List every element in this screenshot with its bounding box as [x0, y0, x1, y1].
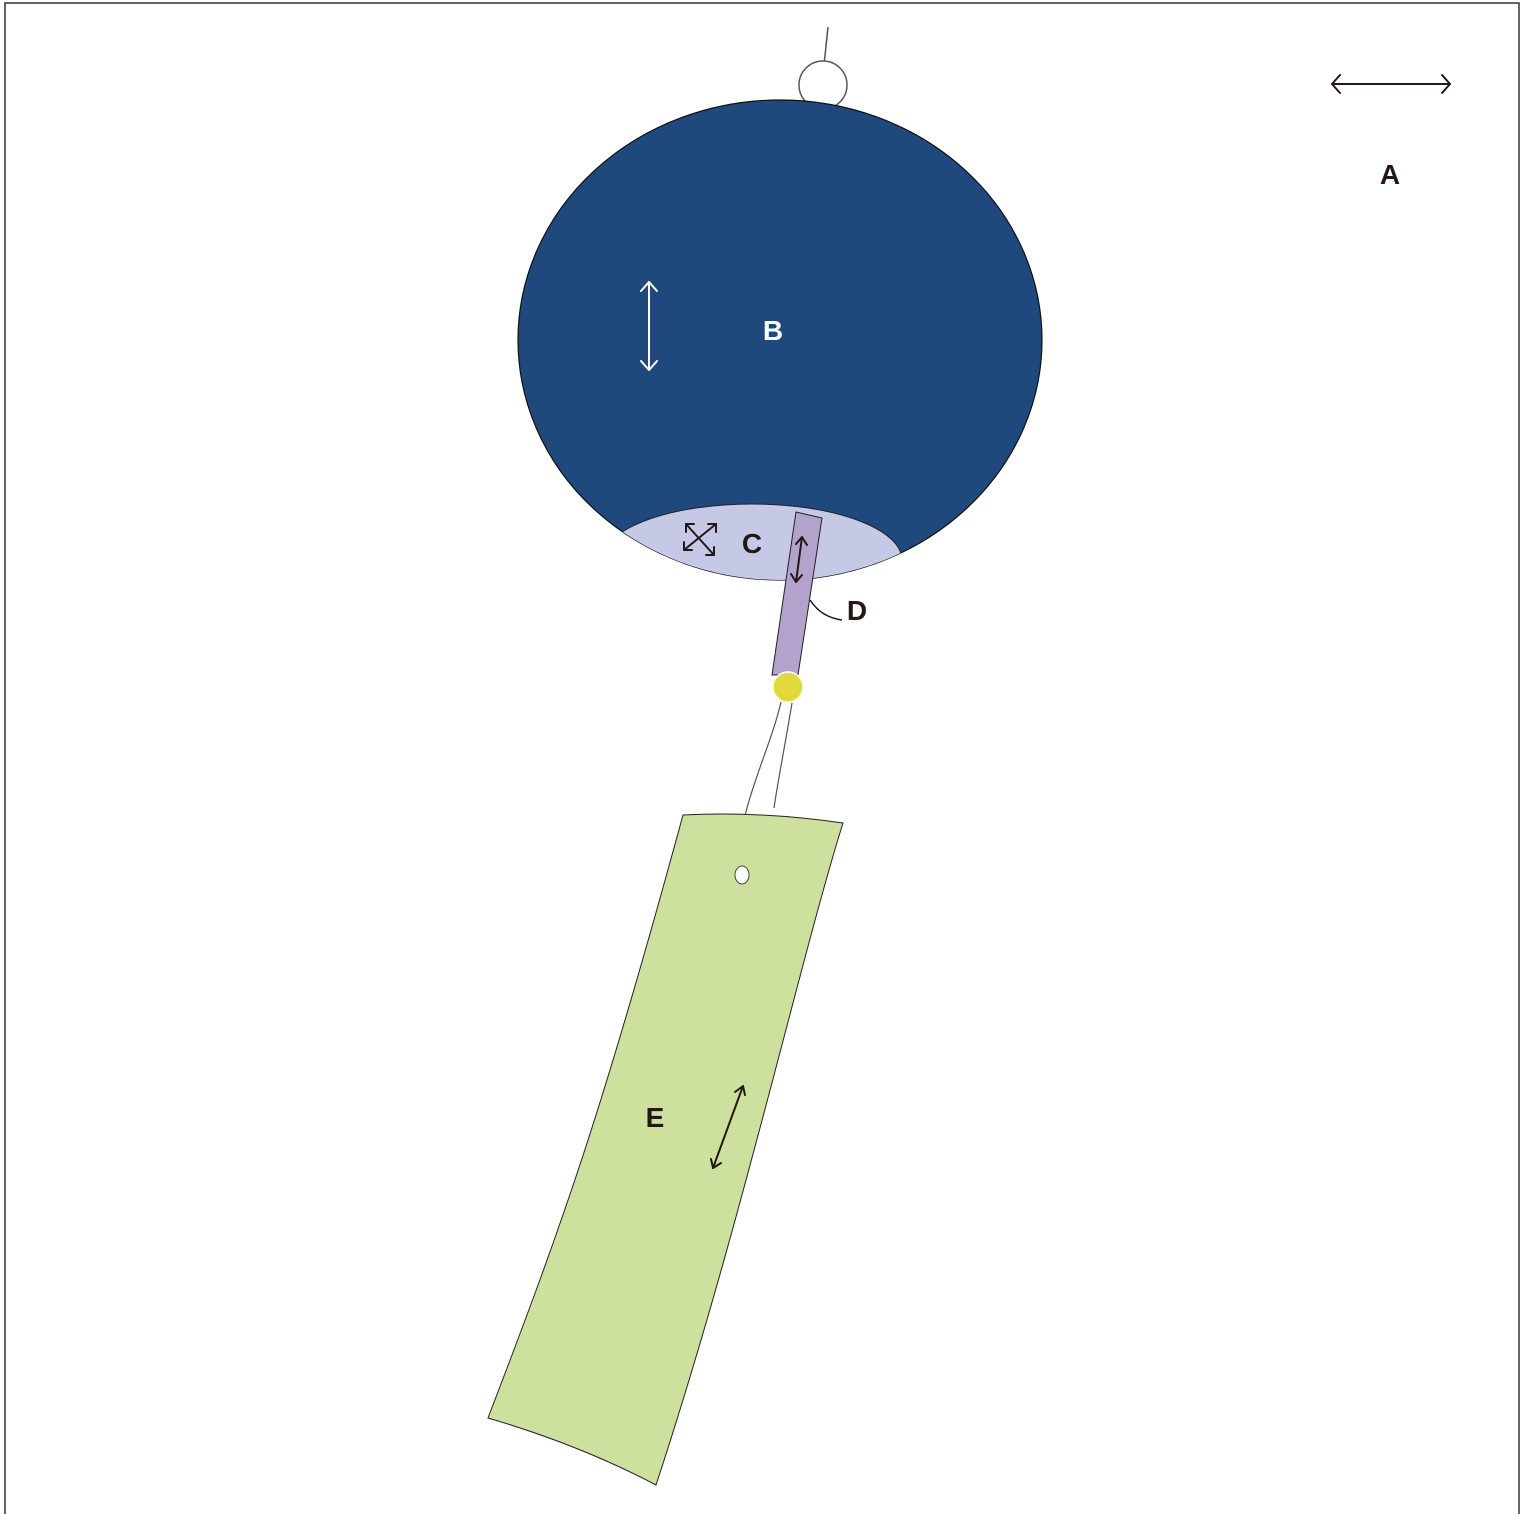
label-d-leader [809, 599, 843, 621]
arrow-a-horizontal [1331, 74, 1451, 94]
label-b: B [763, 315, 783, 346]
paper-strip [487, 813, 844, 1486]
label-c: C [742, 528, 762, 559]
label-e: E [646, 1102, 665, 1133]
label-d: D [847, 595, 867, 626]
arrow-e-diagonal [710, 1085, 746, 1169]
hanging-string [823, 26, 829, 66]
frame-border [4, 2, 1520, 1514]
arrow-c-multidirectional [683, 523, 717, 556]
strip-hole [734, 865, 750, 885]
strip-string-right [773, 702, 793, 809]
arrow-d-vertical [790, 536, 808, 583]
arrow-b-vertical [640, 281, 658, 371]
clapper-bead [772, 671, 804, 703]
label-a: A [1380, 159, 1400, 190]
